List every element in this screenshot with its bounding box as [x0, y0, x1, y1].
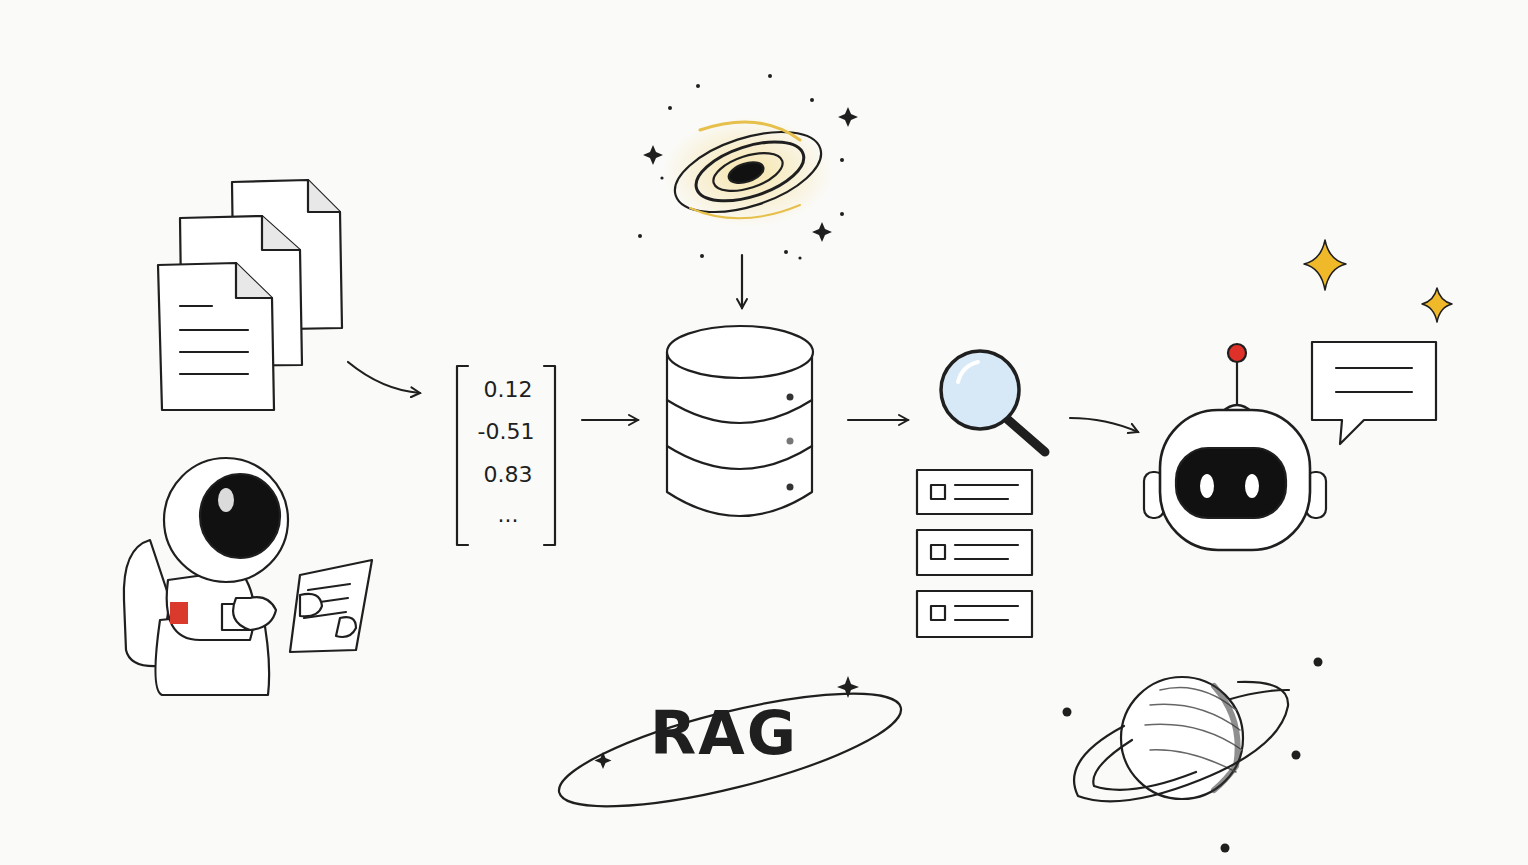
sparkle	[1304, 240, 1452, 322]
flow-arrow	[582, 419, 638, 421]
vector-bracket	[457, 366, 468, 545]
flow-arrow	[741, 255, 743, 308]
vector-value: -0.51	[478, 419, 535, 444]
result-list	[917, 470, 1032, 637]
magnifier	[941, 351, 1045, 452]
vector-value: 0.83	[484, 462, 533, 487]
robot	[1144, 344, 1326, 550]
planet	[1074, 677, 1289, 801]
rag-title: RAG	[650, 698, 798, 768]
flow-arrow	[348, 362, 420, 393]
document-stack	[158, 180, 342, 410]
galaxy	[663, 116, 833, 228]
astronaut	[124, 458, 372, 695]
star-dots	[1063, 658, 1323, 853]
speech-bubble	[1312, 342, 1436, 444]
orbit	[550, 671, 910, 830]
flow-arrow	[1070, 418, 1138, 432]
flow-arrow	[848, 419, 908, 421]
vector-bracket	[544, 366, 555, 545]
database-cylinder	[667, 326, 813, 516]
vector-ellipsis: ...	[498, 502, 519, 527]
vector-value: 0.12	[484, 377, 533, 402]
star-dots	[638, 74, 858, 260]
